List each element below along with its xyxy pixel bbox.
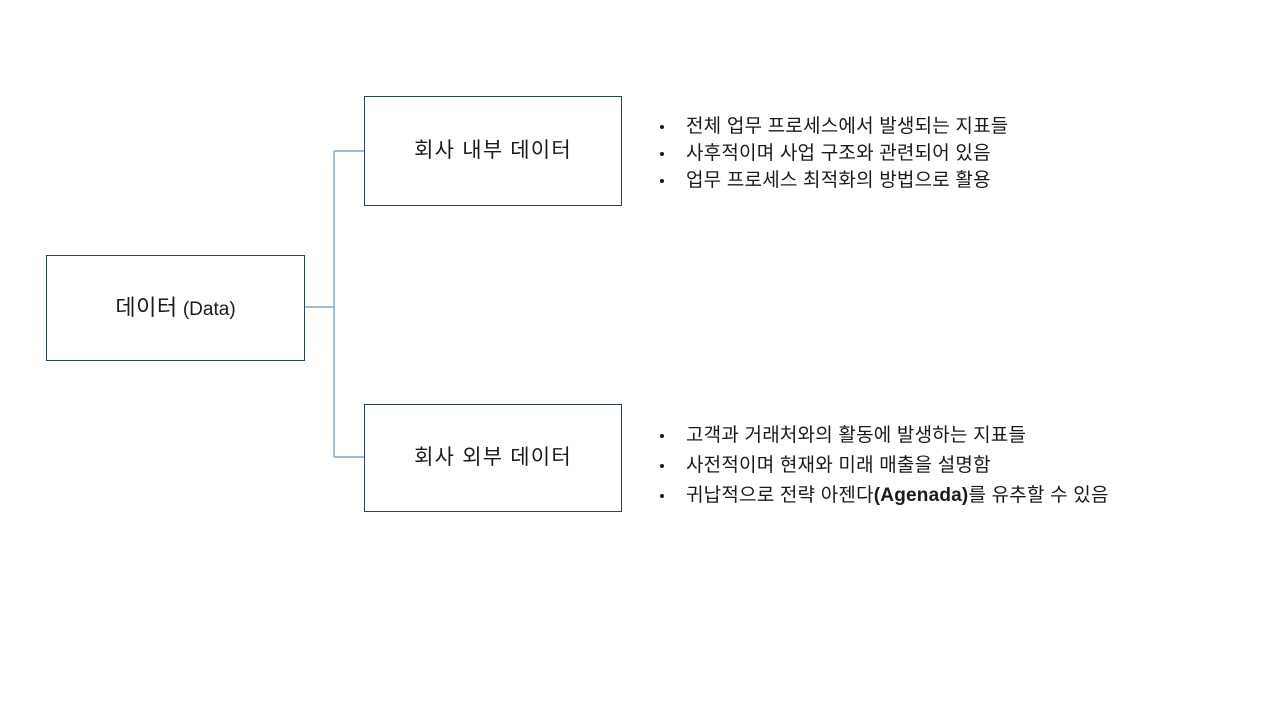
bullet-text: 사전적이며 현재와 미래 매출을 설명함 [686, 455, 991, 476]
bullet-dot-icon [660, 124, 664, 129]
bullet-list-internal: 전체 업무 프로세스에서 발생되는 지표들 사후적이며 사업 구조와 관련되어 … [655, 113, 1175, 194]
bullet-list-external: 고객과 거래처와의 활동에 발생하는 지표들 사전적이며 현재와 미래 매출을 … [655, 421, 1255, 511]
bullet-text-emphasis: (Agenada) [873, 485, 969, 506]
bullet-text: 업무 프로세스 최적화의 방법으로 활용 [686, 170, 991, 191]
list-item: 사후적이며 사업 구조와 관련되어 있음 [655, 140, 1175, 167]
bullet-dot-icon [660, 494, 664, 498]
bullet-text: 고객과 거래처와의 활동에 발생하는 지표들 [686, 425, 1027, 446]
node-root-data[interactable]: 데이터 (Data) [46, 255, 305, 361]
list-item: 전체 업무 프로세스에서 발생되는 지표들 [655, 113, 1175, 140]
bullet-text-composite: 귀납적으로 전략 아젠다(Agenada)를 유추할 수 있음 [686, 485, 1109, 506]
list-item: 사전적이며 현재와 미래 매출을 설명함 [655, 451, 1255, 481]
bullet-text-after: 를 유추할 수 있음 [968, 485, 1109, 506]
node-internal-data[interactable]: 회사 내부 데이터 [364, 96, 622, 206]
bullet-dot-icon [660, 151, 664, 156]
bullet-dot-icon [660, 178, 664, 183]
node-root-label-english: (Data) [182, 299, 236, 321]
list-item: 고객과 거래처와의 활동에 발생하는 지표들 [655, 421, 1255, 451]
list-item: 귀납적으로 전략 아젠다(Agenada)를 유추할 수 있음 [655, 481, 1255, 511]
bullet-dot-icon [660, 464, 664, 468]
node-root-label-korean: 데이터 [115, 295, 178, 321]
list-item: 업무 프로세스 최적화의 방법으로 활용 [655, 167, 1175, 194]
node-internal-label: 회사 내부 데이터 [414, 138, 572, 162]
node-external-data[interactable]: 회사 외부 데이터 [364, 404, 622, 512]
node-root-label: 데이터 (Data) [115, 294, 235, 322]
bullet-dot-icon [660, 434, 664, 438]
bullet-text: 전체 업무 프로세스에서 발생되는 지표들 [686, 116, 1009, 137]
bullet-text: 사후적이며 사업 구조와 관련되어 있음 [686, 143, 991, 164]
bullet-text-before: 귀납적으로 전략 아젠다 [686, 485, 874, 506]
node-external-label: 회사 외부 데이터 [414, 445, 572, 469]
